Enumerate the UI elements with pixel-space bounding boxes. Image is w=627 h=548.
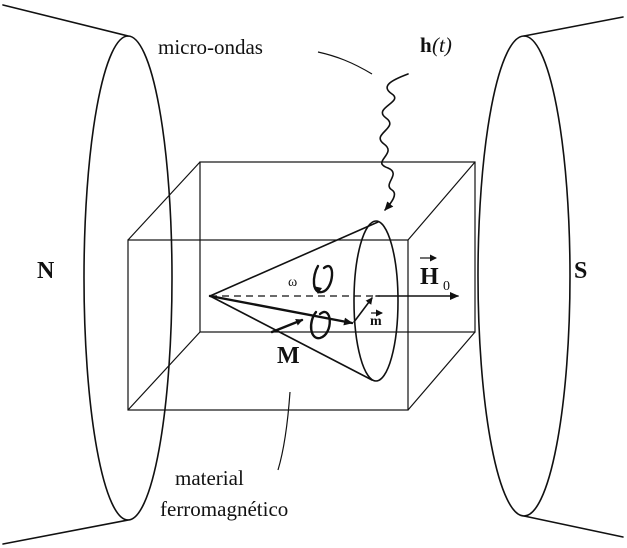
svg-text:(t): (t): [432, 33, 452, 57]
precession-cone: [209, 220, 399, 382]
svg-text:H: H: [420, 264, 439, 290]
microwave-wave: [379, 73, 409, 211]
microwaves-label: micro-ondas: [158, 35, 263, 59]
m-direction-arrow: [270, 318, 304, 334]
microwave-label-leader: [317, 51, 373, 75]
south-pole-label: S: [574, 258, 587, 284]
material-label-leader: [277, 391, 291, 471]
svg-text:h: h: [420, 33, 432, 57]
magnetization-label: M: [277, 343, 300, 369]
rf-field-label: h (t): [420, 33, 452, 57]
static-field-label: H 0: [420, 254, 450, 294]
svg-text:m: m: [370, 314, 382, 329]
m-vector: [353, 297, 373, 323]
moment-m-label: m: [370, 309, 383, 329]
north-pole-label: N: [37, 258, 55, 284]
south-pole: [477, 16, 624, 538]
magnetization-vector: [208, 294, 354, 326]
north-pole: [2, 4, 173, 545]
material-label-line1: material: [175, 466, 244, 490]
ferromagnetic-block: [127, 161, 476, 411]
material-label-line2: ferromagnético: [160, 497, 288, 521]
precession-rotation-arrow: [309, 264, 334, 340]
svg-text:0: 0: [443, 279, 450, 294]
omega-label: ω: [288, 275, 297, 290]
